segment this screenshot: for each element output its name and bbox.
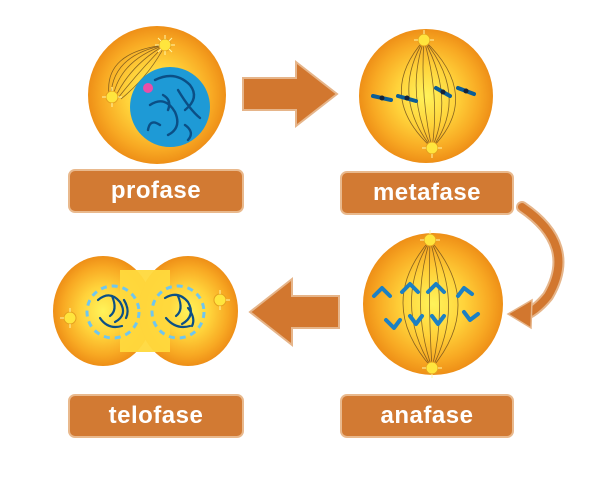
arrow-anafase-to-telofase [248, 276, 340, 348]
profase-cell [88, 26, 226, 164]
profase-centrosome-top [155, 35, 175, 55]
telofase-nucleus-left [85, 284, 141, 340]
profase-nucleolus [143, 83, 153, 93]
anafase-spindle [402, 239, 459, 369]
telofase-centrosome-left [60, 308, 77, 328]
anafase-centrosome-bottom [422, 361, 442, 378]
arrow-profase-to-metafase [242, 59, 339, 129]
profase-chromatin [146, 74, 202, 142]
anafase-chromosomes-upper [372, 282, 474, 298]
telofase-label: telofase [68, 394, 244, 438]
anafase-label: anafase [340, 394, 514, 438]
metafase-centrosome-top [414, 30, 434, 47]
anafase-cell [363, 230, 503, 378]
telofase-cell [53, 256, 238, 366]
arrow-metafase-to-anafase [506, 201, 565, 330]
metafase-label: metafase [340, 171, 514, 215]
profase-centrosome-left [102, 87, 122, 107]
telofase-nucleus-right [150, 284, 206, 340]
anafase-chromosomes-lower [384, 310, 480, 330]
telofase-centrosome-right [213, 290, 230, 310]
metafase-centrosome-bottom [422, 141, 442, 158]
metafase-cell [359, 29, 493, 163]
profase-label: profase [68, 169, 244, 213]
anafase-centrosome-top [420, 230, 440, 247]
